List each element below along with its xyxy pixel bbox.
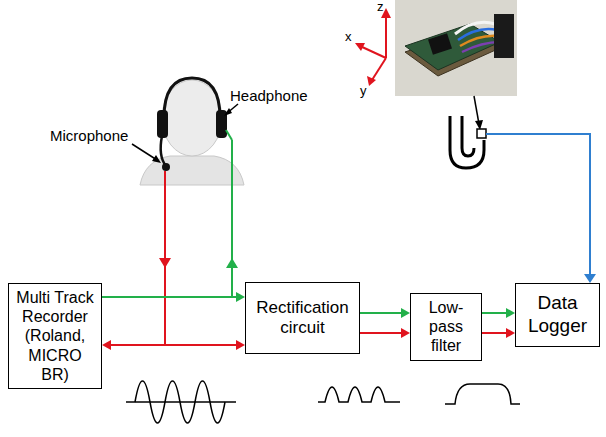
arrowhead <box>152 155 161 163</box>
text-label: Headphone <box>230 88 308 105</box>
box-label: Rectification circuit <box>250 298 355 339</box>
wire <box>231 140 233 297</box>
connector-line <box>360 332 402 334</box>
head <box>162 80 222 156</box>
ear <box>462 116 474 156</box>
signal-arrow <box>360 313 402 314</box>
chip <box>428 33 452 54</box>
connector-line <box>360 312 402 314</box>
box-label: Low-pass filter <box>415 298 477 356</box>
photo <box>395 0 517 96</box>
connector-line <box>102 296 237 298</box>
pcb <box>405 24 500 70</box>
axis <box>360 46 386 58</box>
wire <box>226 130 232 140</box>
arrowhead <box>506 328 515 338</box>
arrowhead <box>506 308 515 318</box>
box-label: Data Logger <box>520 292 595 338</box>
arrowhead <box>584 274 596 283</box>
arrowhead <box>236 340 245 350</box>
connector-line <box>482 332 507 334</box>
arrowhead <box>367 76 376 86</box>
leader-line <box>132 144 157 160</box>
ear <box>450 116 484 168</box>
text-label: x <box>345 30 352 44</box>
leader-line <box>474 96 479 124</box>
signal-arrow <box>482 313 507 314</box>
connector <box>494 14 514 58</box>
axis <box>385 14 387 58</box>
axis <box>372 58 386 80</box>
signal-arrow <box>482 333 507 334</box>
text-label: z <box>377 0 384 14</box>
arrowhead <box>159 258 171 268</box>
arrowhead <box>226 258 238 268</box>
signal-arrow <box>110 345 237 346</box>
text-label: Microphone <box>50 128 128 145</box>
wire <box>486 134 590 276</box>
signal-arrow <box>102 297 237 298</box>
connector-line <box>482 312 507 314</box>
signal-arrow <box>360 333 402 334</box>
mic <box>162 163 170 171</box>
process-box: Multi Track Recorder (Roland, MICRO BR) <box>8 283 102 389</box>
process-box: Rectification circuit <box>245 282 360 354</box>
waveform <box>318 387 400 402</box>
sensor <box>477 129 486 138</box>
box-label: Multi Track Recorder (Roland, MICRO BR) <box>13 288 97 384</box>
mic-boom <box>161 136 166 166</box>
arrowhead <box>401 328 410 338</box>
shoulders <box>140 156 244 185</box>
headband <box>164 78 220 118</box>
arrowhead <box>102 340 111 350</box>
ear-cup <box>157 110 168 138</box>
connector-line <box>110 344 237 346</box>
process-box: Data Logger <box>515 283 600 347</box>
arrowhead <box>224 108 232 116</box>
baseline <box>126 401 236 403</box>
text-label: y <box>360 84 367 98</box>
arrowhead <box>401 308 410 318</box>
waveform <box>135 381 225 423</box>
waveform <box>445 384 520 404</box>
arrowhead <box>355 43 365 51</box>
process-box: Low-pass filter <box>410 293 482 361</box>
arrowhead <box>236 292 245 302</box>
